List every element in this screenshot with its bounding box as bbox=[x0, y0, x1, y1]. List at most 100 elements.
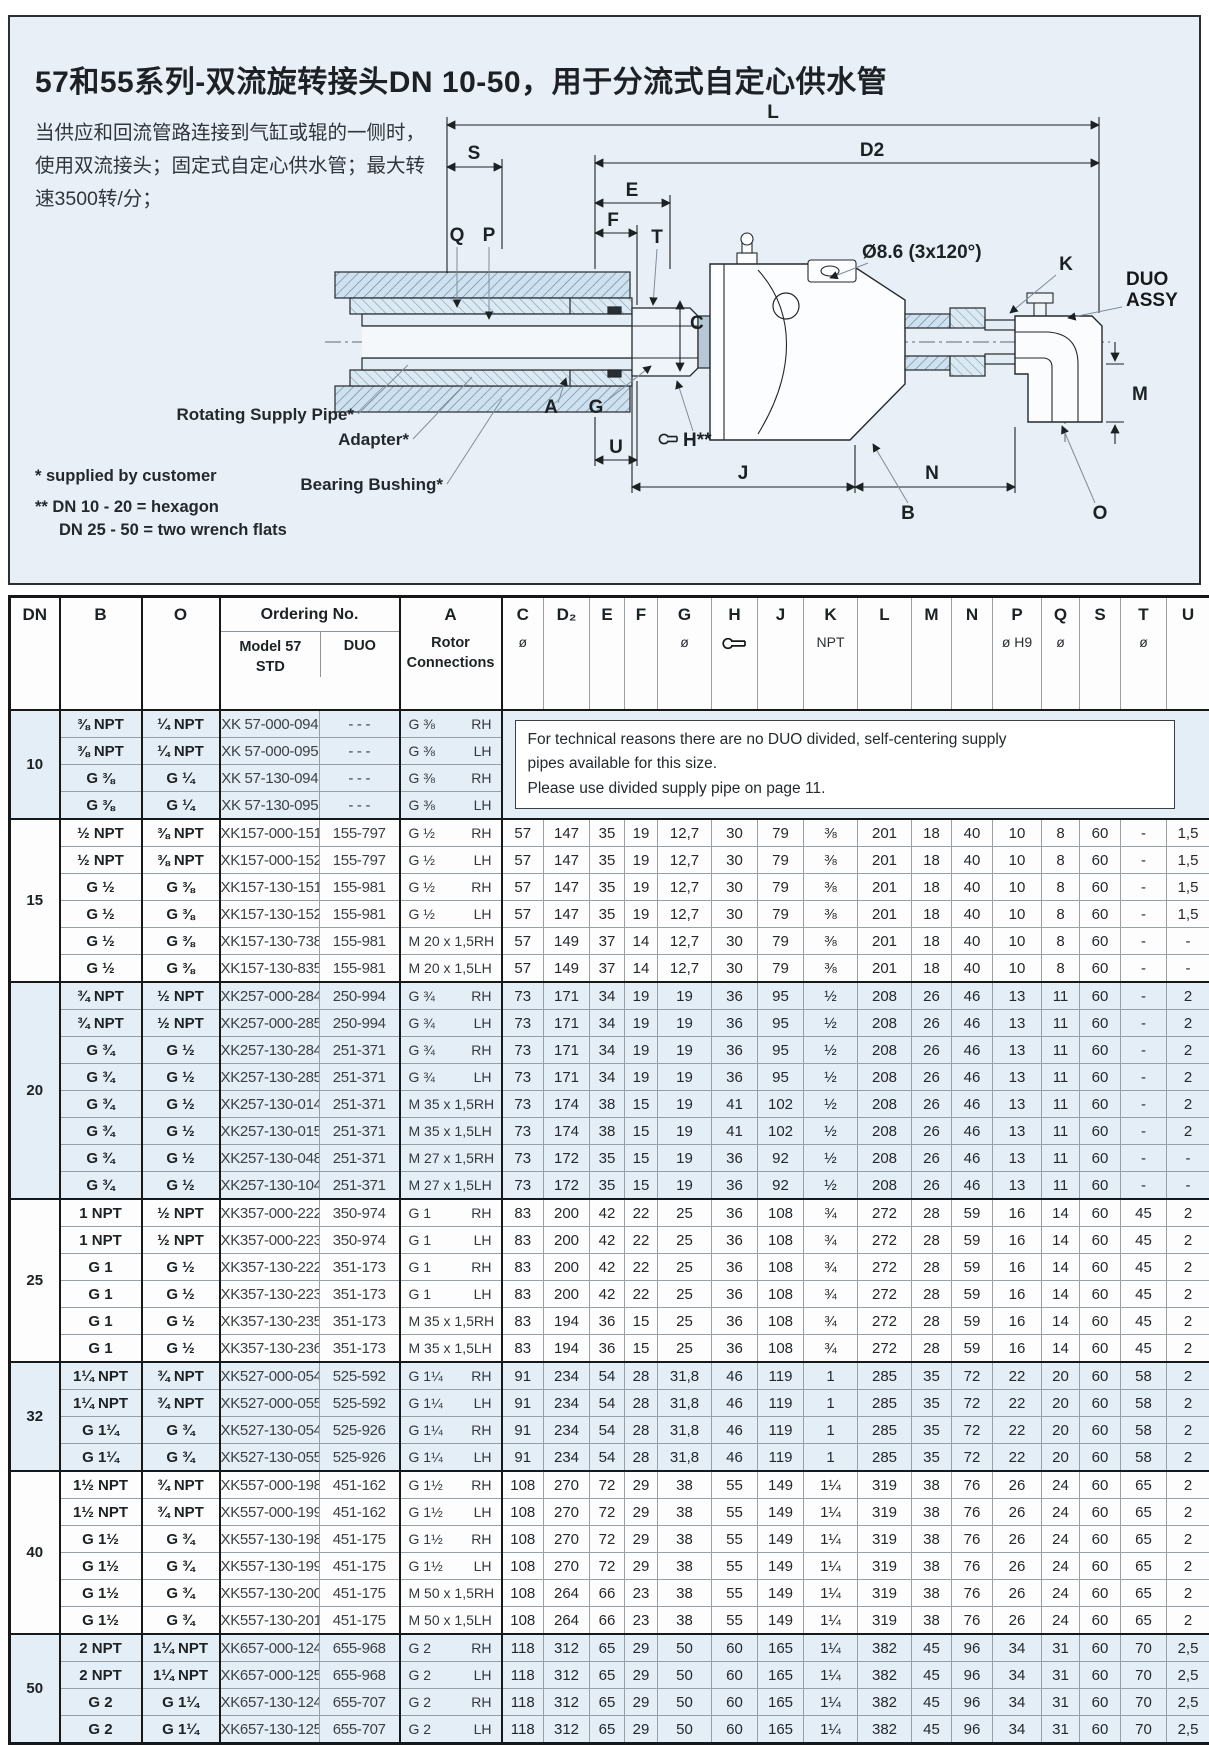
cell-dim: 35 bbox=[589, 900, 625, 928]
cell-b: 2 NPT bbox=[58, 1633, 142, 1662]
cell-dim: 149 bbox=[757, 1579, 804, 1607]
cell-dim: 60 bbox=[1079, 900, 1121, 928]
cell-dim: 92 bbox=[757, 1144, 804, 1172]
cell-dim: 102 bbox=[757, 1090, 804, 1118]
cell-ordering-duo: 250-994 bbox=[319, 1009, 400, 1037]
cell-dim: 172 bbox=[543, 1171, 590, 1200]
cell-dim: 50 bbox=[657, 1688, 712, 1716]
hole-callout: Ø8.6 (3x120°) bbox=[862, 242, 982, 263]
cell-dim: 234 bbox=[543, 1416, 590, 1444]
rotor-thread: M 20 x 1,5 bbox=[408, 960, 474, 976]
cell-o: G ½ bbox=[140, 1090, 220, 1118]
cell-dim: 13 bbox=[992, 1090, 1042, 1118]
dim-label-C: C bbox=[690, 313, 704, 334]
cell-dim: 34 bbox=[992, 1688, 1042, 1716]
cell-dim: 58 bbox=[1120, 1389, 1167, 1417]
cell-dim: 14 bbox=[1041, 1307, 1080, 1335]
cell-dim: 13 bbox=[992, 1144, 1042, 1172]
cell-dim: 36 bbox=[711, 1334, 758, 1363]
col-header-F: F bbox=[624, 596, 658, 711]
cell-dim: 95 bbox=[757, 1063, 804, 1091]
cell-dim: 60 bbox=[1079, 1361, 1121, 1390]
cell-dim: 171 bbox=[543, 981, 590, 1010]
cell-dim: 26 bbox=[911, 1036, 952, 1064]
cell-dim: 2 bbox=[1166, 1117, 1209, 1145]
cell-dim: ⅜ bbox=[803, 900, 858, 928]
cell-dim: 13 bbox=[992, 1171, 1042, 1200]
cell-b: G ½ bbox=[58, 900, 142, 928]
cell-dim: ½ bbox=[803, 981, 858, 1010]
description-line-2: 使用双流接头；固定式自定心供水管；最大转 bbox=[35, 155, 426, 177]
cell-ordering-duo: 451-162 bbox=[319, 1470, 400, 1499]
cell-dim: 96 bbox=[951, 1633, 993, 1662]
cell-dim: 26 bbox=[911, 981, 952, 1010]
cell-dim: 28 bbox=[624, 1416, 658, 1444]
rotor-hand: LH bbox=[473, 1395, 492, 1411]
cell-dim: 31 bbox=[1041, 1715, 1080, 1744]
cell-ordering-std: XK357-130-222 bbox=[218, 1253, 320, 1281]
cell-dim: 118 bbox=[500, 1688, 544, 1716]
dim-label-D2: D2 bbox=[860, 140, 884, 161]
cell-dim: 1¼ bbox=[803, 1525, 858, 1553]
cell-dim: 2,5 bbox=[1166, 1715, 1209, 1744]
rotor-thread: M 27 x 1,5 bbox=[408, 1150, 474, 1166]
cell-dim: 91 bbox=[500, 1389, 544, 1417]
cell-dim: 73 bbox=[500, 1090, 544, 1118]
cell-dim: 96 bbox=[951, 1715, 993, 1744]
cell-dim: 149 bbox=[757, 1498, 804, 1526]
cell-dim: ¾ bbox=[803, 1334, 858, 1363]
cell-dim: 2 bbox=[1166, 1280, 1209, 1308]
cell-dim: 36 bbox=[711, 1063, 758, 1091]
cell-dim: 18 bbox=[911, 873, 952, 901]
cell-dim: 38 bbox=[911, 1606, 952, 1635]
cell-dim: 30 bbox=[711, 927, 758, 955]
col-header-S: S bbox=[1079, 596, 1121, 711]
cell-dim: 60 bbox=[1079, 1036, 1121, 1064]
cell-dim: 22 bbox=[624, 1226, 658, 1254]
cell-dim: 57 bbox=[500, 846, 544, 874]
cell-dim: 108 bbox=[757, 1334, 804, 1363]
cell-dim: 171 bbox=[543, 1063, 590, 1091]
cell-dim: 36 bbox=[711, 1171, 758, 1200]
cell-dim: 108 bbox=[757, 1226, 804, 1254]
cell-dim: 272 bbox=[857, 1226, 912, 1254]
cell-dim: 28 bbox=[911, 1198, 952, 1227]
cell-dim: 147 bbox=[543, 846, 590, 874]
cell-dim: 46 bbox=[951, 1171, 993, 1200]
cell-dim: 1,5 bbox=[1166, 900, 1209, 928]
cell-o: 1¼ NPT bbox=[140, 1633, 220, 1662]
cell-dim: 108 bbox=[500, 1606, 544, 1635]
cell-ordering-std: XK 57-130-094 bbox=[218, 764, 320, 792]
cell-dim: 73 bbox=[500, 1036, 544, 1064]
cell-dim: 35 bbox=[911, 1361, 952, 1390]
cell-dim: 40 bbox=[951, 927, 993, 955]
cell-dim: 201 bbox=[857, 846, 912, 874]
rotor-hand: RH bbox=[473, 933, 495, 949]
cell-dim: 19 bbox=[624, 981, 658, 1010]
cell-dim: 1 bbox=[803, 1416, 858, 1444]
cell-dim: 70 bbox=[1120, 1715, 1167, 1744]
cell-dim: 36 bbox=[711, 981, 758, 1010]
rotor-hand: RH bbox=[473, 1585, 495, 1601]
rotor-hand: RH bbox=[471, 1477, 492, 1493]
rotor-thread: G 1½ bbox=[408, 1477, 443, 1493]
rotor-thread: M 35 x 1,5 bbox=[408, 1313, 474, 1329]
cell-ordering-duo: 251-371 bbox=[319, 1090, 400, 1118]
cell-dim: ⅜ bbox=[803, 927, 858, 955]
cell-dim: 18 bbox=[911, 846, 952, 874]
cell-dim: 13 bbox=[992, 1009, 1042, 1037]
header-panel: L D2 S E F Q P T C Ø8.6 (3x120°) K DUO A… bbox=[8, 15, 1201, 585]
cell-dim: 60 bbox=[1079, 1443, 1121, 1472]
cell-dim: 60 bbox=[1079, 1144, 1121, 1172]
cell-dim: 38 bbox=[589, 1117, 625, 1145]
cell-dim: 65 bbox=[1120, 1606, 1167, 1635]
cell-dim: 118 bbox=[500, 1715, 544, 1744]
cell-ordering-std: XK157-130-151 bbox=[218, 873, 320, 901]
